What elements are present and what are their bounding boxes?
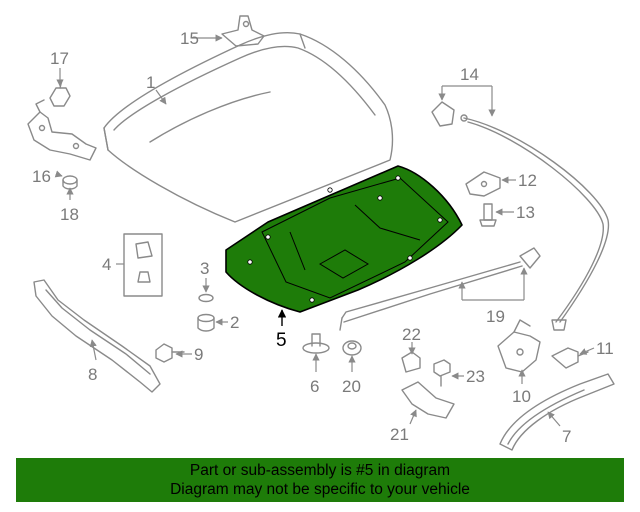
callout-6: 6 bbox=[310, 377, 319, 396]
callout-13: 13 bbox=[516, 203, 535, 222]
callout-8: 8 bbox=[88, 365, 97, 384]
banner-line-2: Diagram may not be specific to your vehi… bbox=[170, 481, 470, 498]
callout-14: 14 bbox=[460, 65, 479, 84]
bolt-part-11 bbox=[551, 347, 589, 369]
bolt-part-23 bbox=[433, 359, 451, 387]
callout-3: 3 bbox=[200, 259, 209, 278]
callout-2: 2 bbox=[230, 313, 239, 332]
grommet-part-20 bbox=[342, 340, 362, 356]
callout-19: 19 bbox=[486, 307, 505, 326]
callout-22: 22 bbox=[402, 325, 421, 344]
callout-1: 1 bbox=[146, 73, 155, 92]
callout-12: 12 bbox=[518, 171, 537, 190]
banner-line-1: Part or sub-assembly is #5 in diagram bbox=[189, 462, 451, 479]
callout-23: 23 bbox=[466, 367, 485, 386]
stopper-part-6 bbox=[302, 333, 330, 354]
bracket-part-15 bbox=[221, 15, 265, 47]
prop-rod-part-19 bbox=[339, 247, 541, 331]
callout-21: 21 bbox=[390, 425, 409, 444]
callout-5: 5 bbox=[276, 330, 287, 351]
callout-15: 15 bbox=[180, 29, 199, 48]
part-info-banner: Part or sub-assembly is #5 in diagram Di… bbox=[16, 458, 624, 502]
bolt-part-9 bbox=[155, 343, 185, 363]
cable-part-14 bbox=[431, 101, 610, 331]
bracket-part-21 bbox=[401, 381, 455, 419]
insulator-part-5 bbox=[225, 165, 463, 313]
callout-10: 10 bbox=[512, 387, 531, 406]
callout-7: 7 bbox=[562, 427, 571, 446]
hinge-part-16 bbox=[27, 99, 97, 161]
seal-part-7 bbox=[499, 373, 615, 451]
callout-11: 11 bbox=[596, 339, 614, 358]
seal-part-8 bbox=[33, 279, 161, 393]
latch-part-10 bbox=[497, 319, 541, 373]
callout-4: 4 bbox=[102, 255, 111, 274]
hood-part-1 bbox=[103, 31, 394, 223]
nut-part-18 bbox=[62, 175, 78, 190]
bumper-kit-part-4 bbox=[123, 233, 163, 297]
callout-16: 16 bbox=[32, 167, 51, 186]
bracket-part-12 bbox=[465, 171, 501, 197]
bolt-part-13 bbox=[479, 203, 497, 227]
clip-part-22 bbox=[401, 351, 421, 373]
callout-18: 18 bbox=[60, 205, 79, 224]
bumper-part-2 bbox=[197, 313, 215, 332]
callout-20: 20 bbox=[342, 377, 361, 396]
washer-part-3 bbox=[198, 293, 214, 303]
callout-9: 9 bbox=[194, 345, 203, 364]
callout-17: 17 bbox=[50, 49, 69, 68]
